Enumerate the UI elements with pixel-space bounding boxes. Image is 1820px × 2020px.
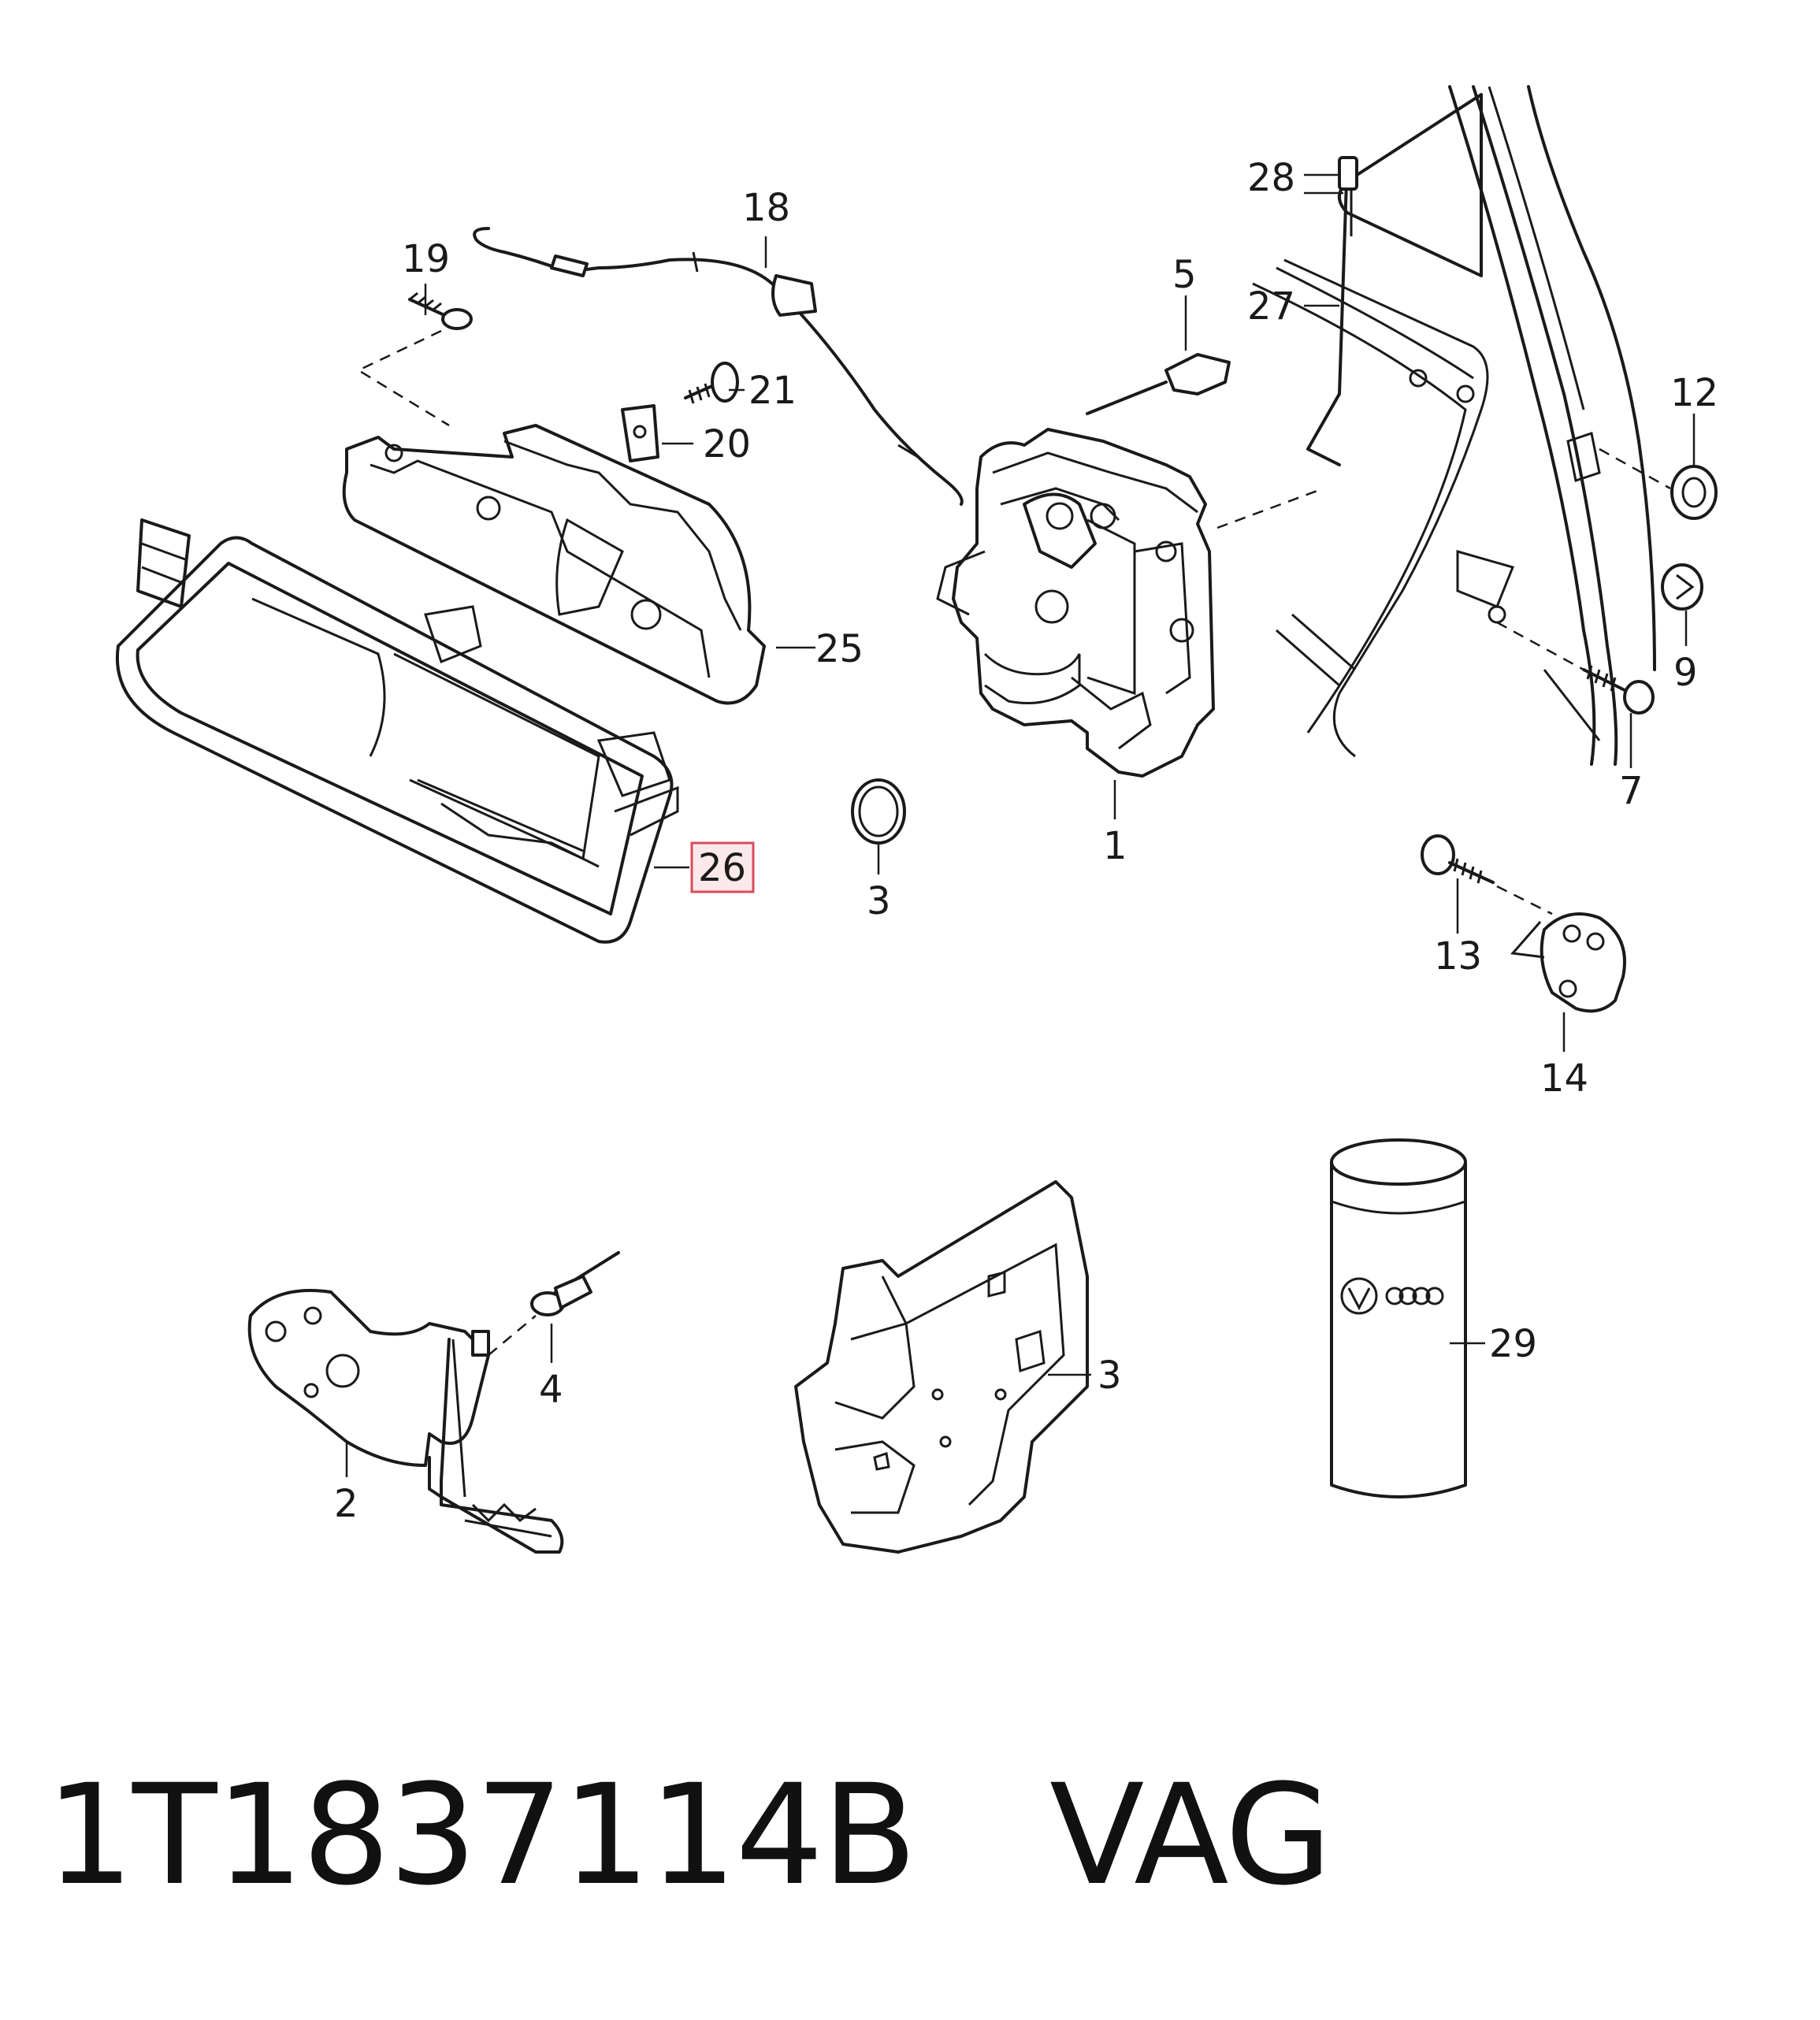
lubricant-can-part-29 [1330, 1138, 1467, 1498]
callout-25[interactable]: 25 [815, 627, 864, 671]
clip-part-9 [1661, 563, 1703, 611]
door-frame-panel [1252, 85, 1656, 766]
assembly-line-12 [1599, 447, 1671, 490]
brand-name: VAG [1049, 1755, 1332, 1916]
callout-29[interactable]: 29 [1489, 1322, 1537, 1366]
bolt-part-13 [1421, 834, 1495, 884]
callout-28[interactable]: 28 [1247, 156, 1295, 200]
part-number: 1T1837114B [46, 1755, 917, 1916]
assembly-line-4 [488, 1315, 537, 1356]
o-ring-part-3 [851, 778, 906, 845]
lock-rod-part-27 [1306, 156, 1353, 466]
callout-12[interactable]: 12 [1670, 371, 1718, 415]
grommet-part-12 [1670, 465, 1718, 520]
handle-housing-part-25 [342, 424, 766, 705]
bolt-part-7 [1582, 665, 1655, 715]
callout-3-cover[interactable]: 3 [1098, 1353, 1122, 1398]
callout-27[interactable]: 27 [1247, 284, 1295, 329]
callout-21[interactable]: 21 [748, 369, 797, 413]
callout-5[interactable]: 5 [1172, 253, 1197, 297]
interior-handle-frame-part-26 [115, 518, 679, 944]
callout-3-o-ring[interactable]: 3 [867, 879, 891, 923]
assembly-line-7 [1496, 621, 1584, 671]
assembly-line-13 [1496, 885, 1553, 915]
striker-plate-part-14 [1510, 912, 1626, 1013]
part-number-footer: 1T1837114B VAG [46, 1717, 1779, 1954]
callout-9[interactable]: 9 [1673, 651, 1698, 695]
screw-part-21 [684, 362, 739, 404]
screw-part-19 [408, 291, 473, 330]
leader-lines [345, 173, 1696, 1477]
callout-1[interactable]: 1 [1103, 824, 1127, 868]
callout-4[interactable]: 4 [539, 1368, 563, 1412]
lock-cover-part-3 [794, 1180, 1089, 1554]
callout-20[interactable]: 20 [703, 422, 751, 466]
actuator-rod-part-5 [1086, 353, 1231, 415]
clip-part-20 [621, 404, 659, 462]
assembly-line-lock-to-door [1216, 487, 1324, 529]
assembly-line-19 [356, 329, 450, 427]
bracket-part-2 [247, 1289, 564, 1554]
lock-knob-part-28 [1338, 156, 1358, 191]
callout-18[interactable]: 18 [742, 186, 790, 230]
callout-14[interactable]: 14 [1540, 1056, 1588, 1101]
callout-26[interactable]: 26 [698, 846, 746, 890]
callout-19[interactable]: 19 [402, 237, 450, 281]
door-lock-part-1 [936, 428, 1215, 778]
bowden-cable-part-18 [473, 227, 964, 506]
rivet-part-4 [530, 1251, 620, 1316]
callout-7[interactable]: 7 [1619, 769, 1644, 813]
callout-2[interactable]: 2 [334, 1482, 358, 1526]
callout-13[interactable]: 13 [1434, 934, 1482, 978]
callout-26-highlight [690, 841, 755, 893]
